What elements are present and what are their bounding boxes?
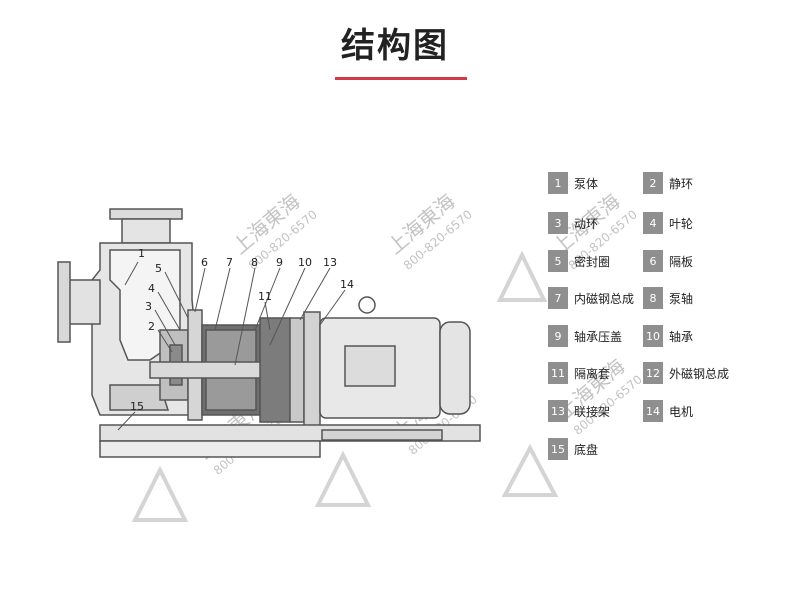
legend-label: 泵体 (574, 176, 599, 191)
legend-item: 5 密封圈 (548, 250, 610, 272)
legend-item: 14 电机 (643, 400, 693, 422)
legend-item: 4 叶轮 (643, 212, 693, 234)
callout-5: 5 (155, 262, 162, 275)
callout-2: 2 (148, 320, 155, 333)
legend-label: 底盘 (574, 442, 599, 457)
watermark-logo-icon (314, 450, 372, 507)
legend-number: 13 (548, 400, 568, 422)
legend-number: 5 (548, 250, 568, 272)
legend-label: 叶轮 (669, 216, 694, 231)
legend-label: 外磁钢总成 (669, 366, 730, 381)
legend-label: 密封圈 (574, 254, 611, 269)
legend-number: 15 (548, 438, 568, 460)
legend-label: 静环 (669, 176, 694, 191)
callout-4: 4 (148, 282, 155, 295)
legend-number: 2 (643, 172, 663, 194)
watermark-logo-icon (501, 443, 559, 497)
legend-item: 13 联接架 (548, 400, 610, 422)
legend-item: 2 静环 (643, 172, 693, 194)
legend-number: 1 (548, 172, 568, 194)
callout-14: 14 (340, 278, 354, 291)
legend-item: 11 隔离套 (548, 362, 610, 384)
legend-label: 电机 (669, 404, 694, 419)
legend-label: 联接架 (574, 404, 611, 419)
legend-number: 3 (548, 212, 568, 234)
legend-number: 14 (643, 400, 663, 422)
legend-number: 12 (643, 362, 663, 384)
legend-label: 泵轴 (669, 291, 694, 306)
legend-item: 12 外磁钢总成 (643, 362, 729, 384)
callout-15: 15 (130, 400, 144, 413)
callout-13: 13 (323, 256, 337, 269)
legend-number: 10 (643, 325, 663, 347)
callout-11: 11 (258, 290, 272, 303)
legend-number: 8 (643, 287, 663, 309)
legend-label: 轴承 (669, 329, 694, 344)
callout-6: 6 (201, 256, 208, 269)
legend-item: 15 底盘 (548, 438, 598, 460)
callout-labels: 1 2 3 4 5 6 7 8 9 10 11 13 14 15 (130, 247, 354, 413)
legend-label: 动环 (574, 216, 599, 231)
parts-legend: 1 泵体 2 静环 3 动环 4 叶轮 5 密封圈 6 隔板 7 内磁钢总成 8… (548, 172, 758, 472)
legend-label: 隔板 (669, 254, 694, 269)
title-underline (335, 77, 467, 80)
legend-number: 6 (643, 250, 663, 272)
legend-label: 隔离套 (574, 366, 611, 381)
watermark-logo-icon (131, 465, 189, 522)
legend-number: 7 (548, 287, 568, 309)
legend-item: 6 隔板 (643, 250, 693, 272)
legend-number: 11 (548, 362, 568, 384)
pump-body (57, 208, 481, 458)
leader-lines (117, 261, 346, 431)
legend-item: 8 泵轴 (643, 287, 693, 309)
legend-label: 内磁钢总成 (574, 291, 635, 306)
legend-item: 1 泵体 (548, 172, 598, 194)
legend-number: 4 (643, 212, 663, 234)
legend-item: 3 动环 (548, 212, 598, 234)
watermark-logo-icon (496, 250, 548, 302)
legend-item: 10 轴承 (643, 325, 693, 347)
legend-item: 9 轴承压盖 (548, 325, 622, 347)
legend-item: 7 内磁钢总成 (548, 287, 634, 309)
page-title: 结构图 (341, 26, 449, 66)
callout-3: 3 (145, 300, 152, 313)
legend-label: 轴承压盖 (574, 329, 623, 344)
callout-10: 10 (298, 256, 312, 269)
callout-9: 9 (276, 256, 283, 269)
callout-7: 7 (226, 256, 233, 269)
callout-8: 8 (251, 256, 258, 269)
callout-1: 1 (138, 247, 145, 260)
legend-number: 9 (548, 325, 568, 347)
